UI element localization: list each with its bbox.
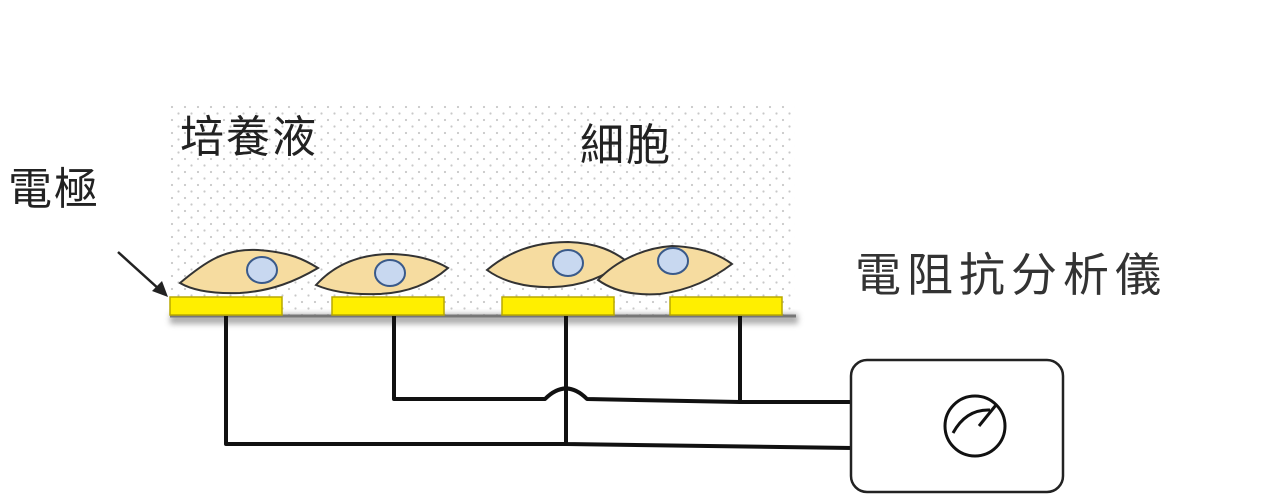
electrode-2 (331, 296, 445, 316)
electrode-4 (669, 296, 783, 316)
electrode-pointer-arrow (117, 251, 168, 297)
impedance-analyzer-label: 電阻抗分析儀 (855, 248, 1167, 302)
nucleus (374, 259, 406, 287)
wiring (224, 316, 853, 450)
electrode-3 (501, 296, 615, 316)
wire-electrode-2 (392, 316, 741, 404)
cell-1 (178, 248, 320, 295)
wire-electrode-1 (224, 316, 566, 446)
nucleus (552, 249, 584, 277)
meter-icon (943, 394, 1007, 458)
culture-medium-label: 培養液 (180, 112, 318, 163)
nucleus (657, 247, 689, 275)
electrode-label: 電極 (8, 164, 100, 215)
substrate-shadow (170, 314, 798, 324)
wire-electrode-4 (738, 316, 852, 404)
cell-2 (314, 252, 450, 296)
impedance-analyzer (849, 358, 1065, 494)
cell-3 (485, 240, 627, 289)
nucleus (246, 256, 278, 284)
cell-4 (596, 244, 734, 296)
wire-electrode-3 (564, 316, 853, 450)
cell-label: 細胞 (580, 120, 672, 171)
electrode-1 (169, 296, 283, 316)
